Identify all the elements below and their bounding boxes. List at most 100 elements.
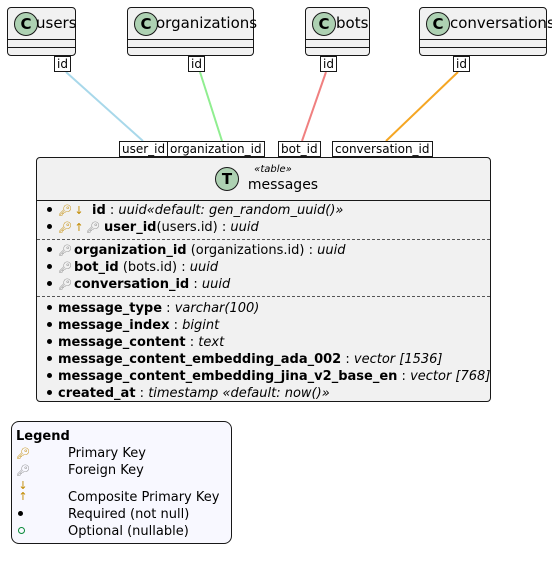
entity-name: messages (247, 177, 319, 193)
required-dot-icon (47, 264, 52, 269)
field-ref: (bots.id) (118, 260, 178, 275)
field-ref: (organizations.id) (186, 243, 305, 258)
legend-label: Optional (nullable) (68, 524, 189, 539)
foreign-key-icon: 🔑︎ (58, 244, 72, 257)
field-type: uuid (230, 220, 259, 235)
field-sep: : (105, 203, 119, 218)
field-name: message_content_embedding_jina_v2_base_e… (58, 369, 398, 384)
field-row: message_content_embedding_ada_002 : vect… (45, 352, 443, 368)
conversation-id-tag: conversation_id (332, 141, 433, 157)
legend-item: Optional (nullable) (16, 524, 226, 540)
foreign-key-icon: 🔑︎ (58, 261, 72, 274)
foreign-key-icon: 🔑︎ (86, 221, 100, 234)
users-id-tag: id (54, 56, 71, 72)
entity-stereotype: «table» (254, 164, 292, 175)
field-sep: : (304, 243, 318, 258)
required-dot-icon (47, 339, 52, 344)
field-row: message_index : bigint (45, 318, 219, 334)
organizations-relation-line (199, 71, 223, 142)
field-type: bigint (182, 318, 220, 333)
field-row: message_content : text (45, 335, 224, 351)
legend-label: Required (not null) (68, 507, 190, 522)
field-name: bot_id (74, 260, 119, 275)
organizations-id-tag: id (188, 56, 205, 72)
legend-title: Legend (16, 429, 70, 444)
field-row: created_at : timestamp «default: now()» (45, 386, 330, 402)
table-t-icon: T (215, 167, 239, 191)
field-name: message_content (58, 335, 186, 350)
legend-label: Foreign Key (68, 463, 144, 478)
class-conversations[interactable]: C conversations (419, 7, 552, 56)
field-type: uuid (317, 243, 346, 258)
required-dot-icon (47, 373, 52, 378)
field-sep: : (189, 277, 202, 292)
legend-item: 🔑︎ Primary Key (16, 446, 226, 462)
class-name: users (36, 14, 77, 32)
field-name: conversation_id (74, 277, 190, 292)
legend-label: Composite Primary Key (68, 490, 220, 505)
field-sep: : (162, 301, 175, 316)
class-organizations[interactable]: C organizations (127, 7, 258, 56)
field-ref: (users.id) (156, 220, 218, 235)
field-row: 🔑︎conversation_id : uuid (45, 277, 230, 293)
field-type: text (198, 335, 225, 350)
field-row: 🔑︎bot_id (bots.id) : uuid (45, 260, 218, 276)
class-c-icon: C (14, 12, 38, 36)
conversations-id-tag: id (453, 56, 470, 72)
required-dot-icon (47, 247, 52, 252)
field-sep: : (135, 386, 149, 401)
field-name: id (92, 203, 106, 218)
field-row: 🔑︎↓ id : uuid«default: gen_random_uuid()» (45, 203, 343, 219)
field-type: timestamp «default: now()» (148, 386, 330, 401)
class-c-icon: C (134, 12, 158, 36)
field-sep: : (185, 335, 199, 350)
field-name: organization_id (74, 243, 187, 258)
class-bots[interactable]: C bots (305, 7, 370, 56)
required-dot-icon (47, 322, 52, 327)
field-type: uuid«default: gen_random_uuid()» (118, 203, 344, 218)
legend-item: Required (not null) (16, 507, 226, 523)
required-dot-icon (47, 305, 52, 310)
field-sep: : (397, 369, 411, 384)
field-row: message_type : varchar(100) (45, 301, 259, 317)
field-row: 🔑︎organization_id (organizations.id) : u… (45, 243, 345, 259)
composite-key-icon: ↓↑ (18, 479, 28, 503)
field-type: varchar(100) (174, 301, 260, 316)
class-users[interactable]: C users (7, 7, 77, 56)
key-icon: 🔑︎ (58, 221, 72, 234)
entity-messages[interactable]: T «table» messages 🔑︎↓id : uuid«default:… (36, 157, 491, 402)
arrow-up-icon: ↑ (74, 221, 84, 234)
bots-id-tag: id (320, 56, 337, 72)
field-name: user_id (104, 220, 157, 235)
required-dot-icon (47, 224, 52, 229)
user-id-tag: user_id (119, 141, 169, 157)
legend-item: ↓↑ Composite Primary Key (16, 480, 226, 506)
bots-relation-line (301, 71, 327, 142)
field-name: message_content_embedding_ada_002 (58, 352, 342, 367)
field-sep: : (217, 220, 231, 235)
field-name: created_at (58, 386, 136, 401)
class-c-icon: C (312, 12, 336, 36)
class-name: conversations (450, 14, 552, 32)
class-name: bots (336, 14, 369, 32)
bot-id-tag: bot_id (278, 141, 321, 157)
field-sep: : (169, 318, 183, 333)
class-c-icon: C (426, 12, 450, 36)
field-type: uuid (201, 277, 231, 292)
field-name: message_type (58, 301, 163, 316)
field-type: uuid (189, 260, 219, 275)
primary-key-icon: 🔑︎ (16, 447, 30, 460)
key-icon: 🔑︎ (58, 204, 72, 217)
conversations-relation-line (385, 71, 459, 142)
legend: Legend 🔑︎ Primary Key 🔑︎ Foreign Key ↓↑ … (11, 421, 232, 544)
field-type: vector [768] (410, 369, 491, 384)
field-name: message_index (58, 318, 170, 333)
required-dot-icon (47, 281, 52, 286)
field-row: 🔑︎↑🔑︎ user_id(users.id) : uuid (45, 220, 259, 236)
foreign-key-icon: 🔑︎ (16, 464, 30, 477)
required-dot-icon (47, 356, 52, 361)
class-name: organizations (156, 14, 258, 32)
field-type: vector [1536] (353, 352, 443, 367)
organization-id-tag: organization_id (167, 141, 265, 157)
arrow-down-icon: ↓ (74, 204, 84, 217)
